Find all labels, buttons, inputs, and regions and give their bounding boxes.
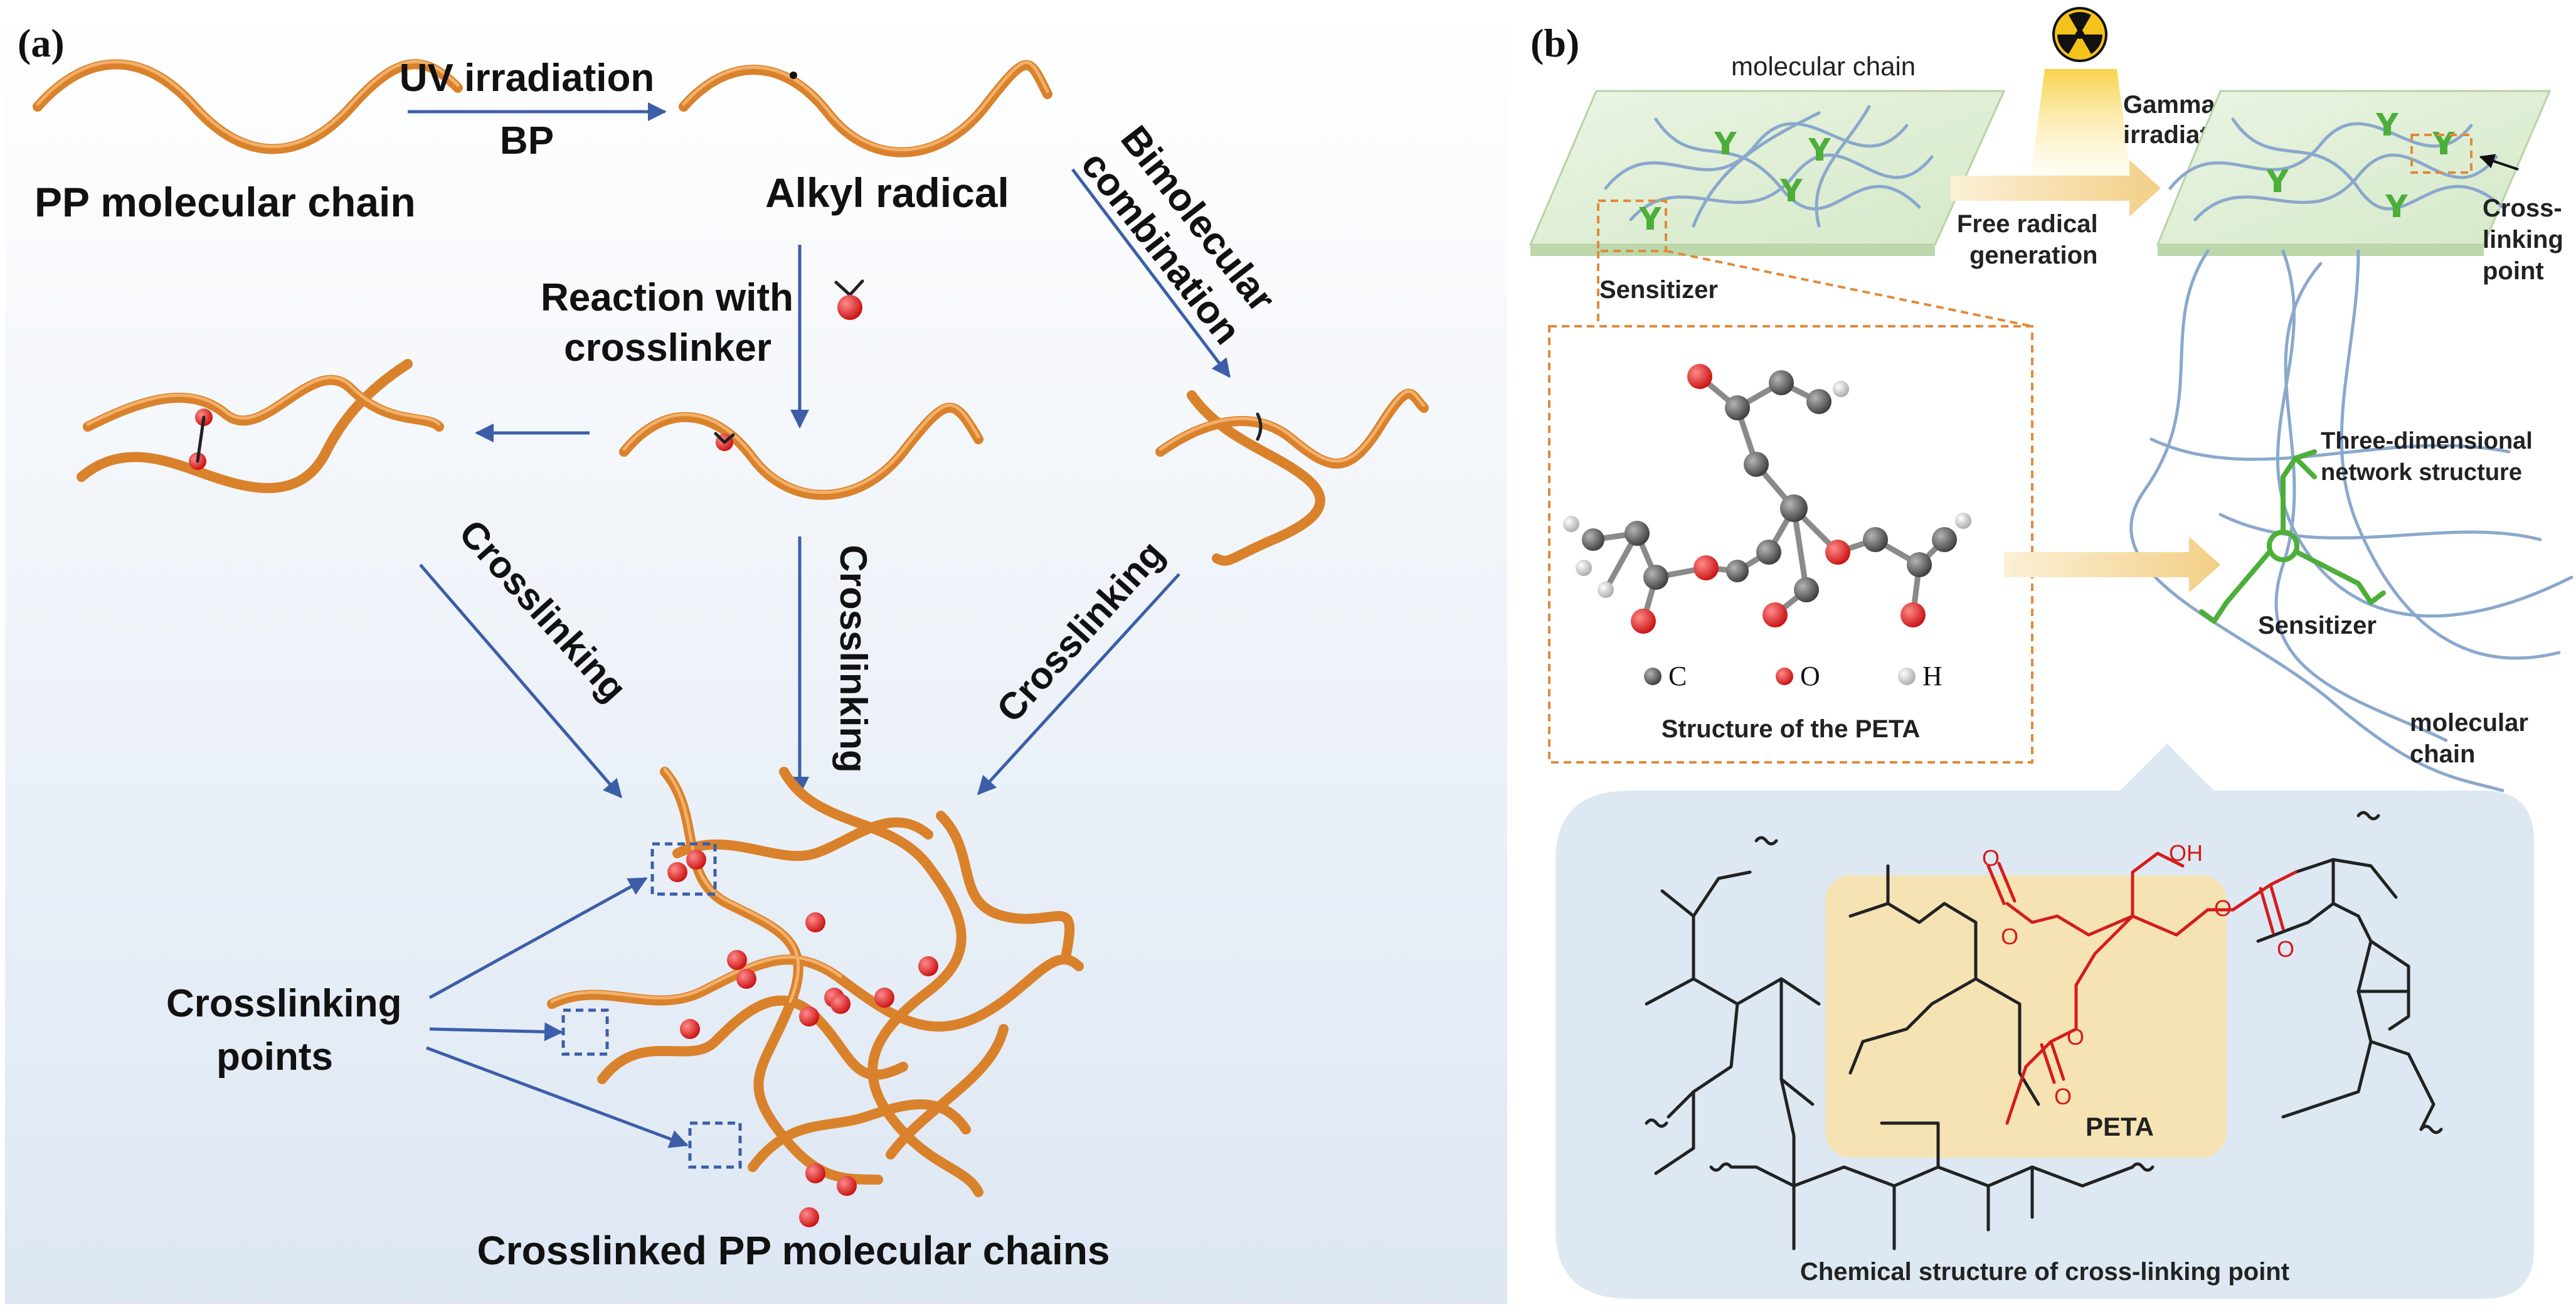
molecular-chain-bottom-label-2: chain — [2410, 740, 2475, 768]
points-arrow-2 — [429, 1022, 563, 1042]
o-atom-1: O — [1982, 845, 2000, 871]
two-crosslinked-chains — [77, 359, 444, 493]
peta-atoms — [1563, 364, 1971, 634]
bimolecular-arrow — [1071, 168, 1231, 378]
pp-chain-straight — [33, 59, 463, 154]
reaction-label-2: crosslinker — [564, 326, 771, 370]
crosslinking-label-mid: Crosslinking — [832, 545, 874, 772]
panel-b: (b) molecular chain Sensitizer — [1529, 7, 2573, 1299]
o-atom-4: O — [2001, 924, 2018, 949]
sensitizer-top-label: Sensitizer — [1599, 276, 1718, 304]
molecular-chain-bottom-label-1: molecular — [2410, 709, 2528, 737]
o-atom-6: O — [2214, 895, 2232, 921]
bp-label: BP — [500, 119, 554, 163]
gamma-source — [2029, 7, 2133, 188]
crosslinked-network — [547, 767, 1084, 1227]
molecular-chain-top-label: molecular chain — [1731, 51, 1916, 81]
chem-caption: Chemical structure of cross-linking poin… — [1800, 1258, 2289, 1286]
crosslinking-arrow-left — [419, 563, 622, 799]
points-arrow-1 — [428, 877, 648, 1000]
chemical-structure-bubble: OH O O O O O O PETA Chemical structure o… — [1556, 744, 2534, 1299]
gamma-label-1: Gamma — [2123, 91, 2215, 119]
peta-structure-box: C O H Structure of the PETA — [1548, 250, 2033, 764]
peta-core — [1986, 851, 2298, 1125]
legend-c-ball — [1644, 668, 1662, 685]
free-radical-label-1: Free radical — [1957, 210, 2098, 238]
oh-label: OH — [2169, 840, 2203, 866]
panel-a-label: (a) — [18, 21, 65, 65]
cross-linking-label-2: linking — [2483, 226, 2563, 253]
crosslinking-arrow-right — [977, 573, 1180, 796]
three-dim-label-2: network structure — [2321, 459, 2522, 486]
cross-linking-label-1: Cross- — [2483, 195, 2562, 222]
panel-b-label: (b) — [1530, 21, 1579, 65]
cross-linking-label-3: point — [2483, 257, 2544, 285]
sensitizer-molecules-left — [1639, 132, 1831, 230]
alkyl-radical-label: Alkyl radical — [765, 169, 1009, 216]
o-atom-2: O — [2054, 1084, 2072, 1109]
polymer-skeleton — [1645, 858, 2436, 1251]
radiation-icon — [2057, 12, 2102, 54]
free-radical-label-2: generation — [1969, 242, 2097, 269]
o-atom-3: O — [2277, 936, 2294, 962]
o-atom-5: O — [2067, 1024, 2084, 1050]
pp-molecular-chain-label: PP molecular chain — [34, 179, 416, 225]
points-arrow-3 — [426, 1046, 689, 1148]
crosslinker-molecule — [834, 279, 864, 320]
legend-h-ball — [1898, 668, 1916, 685]
legend-h-label: H — [1922, 661, 1943, 691]
chain-end-waves — [1645, 811, 2443, 1172]
legend-c-label: C — [1668, 661, 1687, 691]
crosslinking-points-label-2: points — [216, 1035, 333, 1079]
free-radical-arrow — [1951, 160, 2161, 216]
alkyl-radical-chain — [679, 60, 1052, 157]
crosslinking-points-label-1: Crosslinking — [166, 982, 402, 1025]
three-dim-label-1: Three-dimensional — [2321, 428, 2533, 454]
network-chains — [2129, 249, 2573, 792]
reaction-label-1: Reaction with — [541, 276, 793, 319]
peta-label: PETA — [2086, 1112, 2154, 1141]
sensitized-plate-left — [1529, 90, 2006, 256]
peta-structure-caption: Structure of the PETA — [1662, 715, 1921, 743]
sensitizer-node — [2199, 449, 2386, 624]
uv-irradiation-label: UV irradiation — [400, 56, 655, 100]
legend-o-label: O — [1800, 661, 1820, 691]
legend-o-ball — [1776, 668, 1793, 685]
crosslinked-plate-right — [2156, 90, 2552, 256]
peta-highlight — [1825, 875, 2227, 1158]
sensitizer-molecules-right — [2266, 113, 2455, 217]
panel-a: (a) PP molecular chain UV irradiation BP… — [5, 5, 1507, 1304]
crosslinked-title: Crosslinked PP molecular chains — [477, 1228, 1110, 1273]
peta-to-network-arrow — [2004, 536, 2220, 593]
grafted-chain — [619, 402, 983, 500]
radical-dot — [790, 72, 797, 79]
cross-linking-pointer — [2479, 154, 2519, 171]
sensitizer-mid-label: Sensitizer — [2258, 612, 2377, 639]
bimolecular-chains — [1155, 388, 1429, 566]
